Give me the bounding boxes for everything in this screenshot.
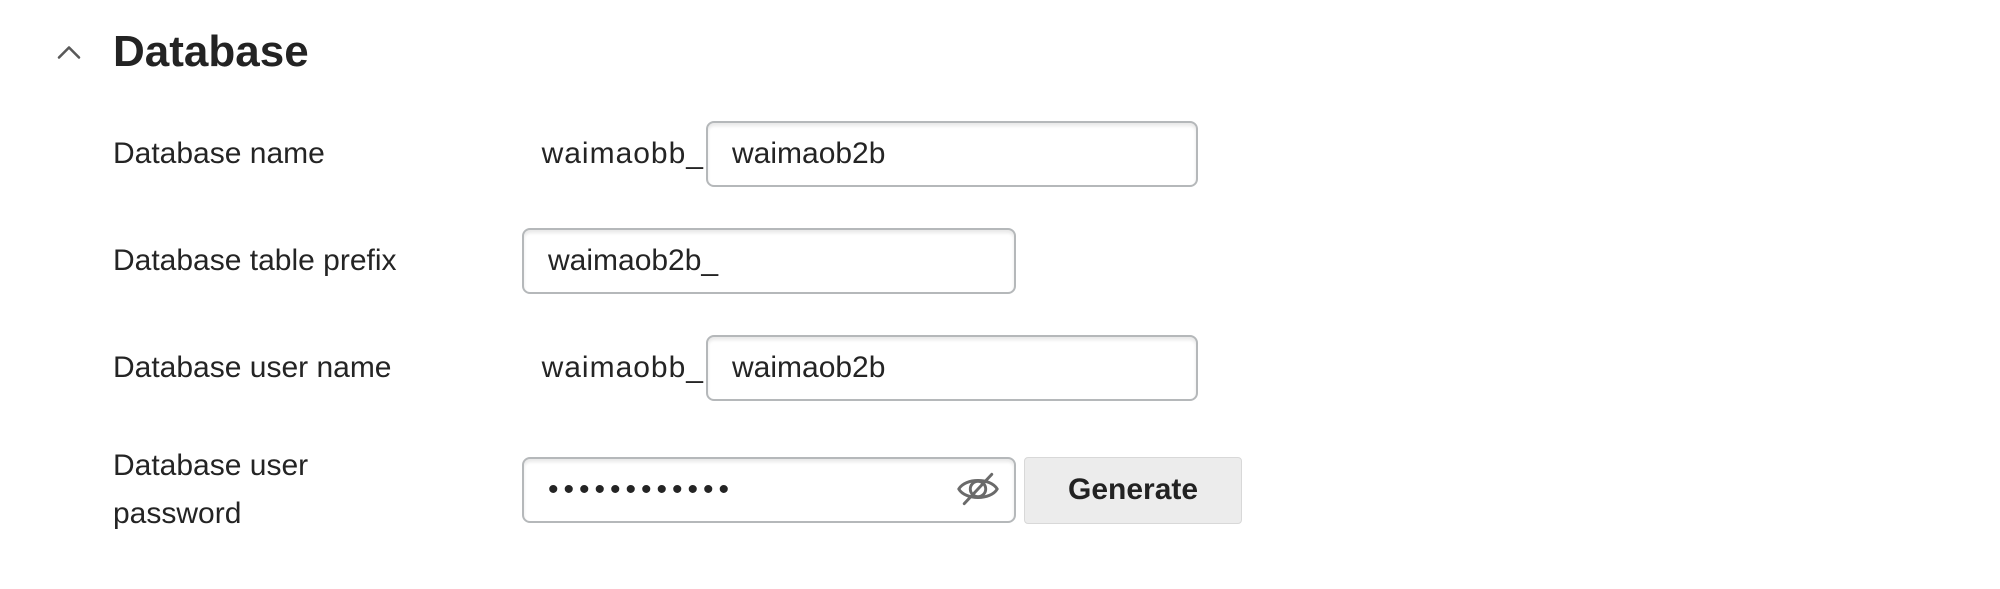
table-prefix-input[interactable]: [522, 228, 1016, 294]
user-name-prefix: waimaobb_: [541, 351, 704, 384]
form-row-user-name: Database user name waimaobb_: [113, 335, 2000, 401]
password-visibility-toggle[interactable]: [954, 466, 1002, 514]
user-name-input[interactable]: [706, 335, 1198, 401]
user-password-input[interactable]: [522, 457, 1016, 523]
eye-slash-icon: [956, 467, 1000, 514]
form-row-database-name: Database name waimaobb_: [113, 121, 2000, 187]
table-prefix-label: Database table prefix: [113, 244, 397, 277]
database-name-label: Database name: [113, 137, 325, 170]
database-name-field: waimaobb_: [522, 121, 1198, 187]
form-row-table-prefix: Database table prefix: [113, 228, 2000, 294]
user-name-field: waimaobb_: [522, 335, 1198, 401]
database-form: Database name waimaobb_ Database table p…: [0, 121, 2000, 538]
user-password-label: Database user password: [113, 449, 309, 530]
database-name-input[interactable]: [706, 121, 1198, 187]
form-row-user-password: Database user password: [113, 442, 2000, 538]
database-name-prefix: waimaobb_: [541, 137, 704, 170]
section-collapse-toggle[interactable]: [57, 40, 81, 64]
user-name-label: Database user name: [113, 351, 392, 384]
section-title: Database: [113, 27, 309, 76]
user-password-field: Generate: [522, 456, 1243, 524]
chevron-up-icon: [57, 45, 81, 60]
generate-password-button[interactable]: Generate: [1024, 456, 1243, 524]
table-prefix-field: [522, 228, 1016, 294]
password-input-wrap: [522, 457, 1016, 523]
section-header: Database: [0, 0, 2000, 78]
